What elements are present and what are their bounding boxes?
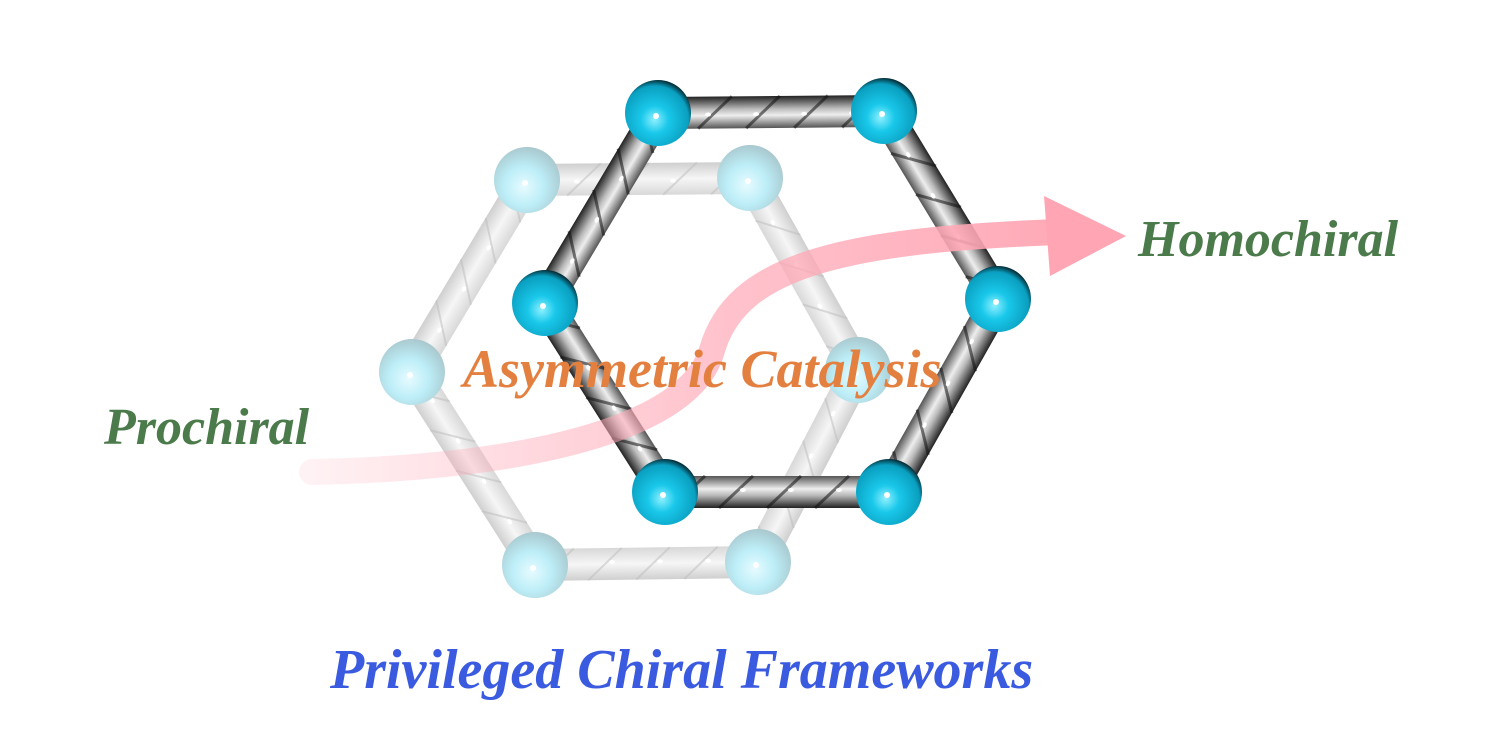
metal-node-back xyxy=(379,339,445,405)
metal-node-front xyxy=(512,270,578,336)
homochiral-label: Homochiral xyxy=(1138,211,1399,268)
metal-node-front xyxy=(965,266,1031,332)
metal-node-back xyxy=(717,145,783,211)
metal-node-front xyxy=(856,459,922,525)
twisted-linker xyxy=(875,291,1012,500)
metal-node-front xyxy=(625,80,691,146)
privileged-chiral-frameworks-title: Privileged Chiral Frameworks xyxy=(330,639,1034,701)
twisted-linker xyxy=(657,93,885,130)
twisted-linker xyxy=(665,474,889,510)
arrow-head xyxy=(1044,196,1126,276)
arrow-shaft xyxy=(299,219,1073,485)
metal-node-back xyxy=(825,337,891,403)
reaction-arrow xyxy=(299,196,1126,485)
metal-node-back xyxy=(494,147,560,213)
metal-node-front xyxy=(632,459,698,525)
prochiral-label: Prochiral xyxy=(104,399,310,456)
asymmetric-catalysis-label: Asymmetric Catalysis xyxy=(463,339,942,399)
metal-node-back xyxy=(502,532,568,598)
metal-node-front xyxy=(851,78,917,144)
twisted-linker xyxy=(534,545,759,582)
metal-node-back xyxy=(725,529,791,595)
